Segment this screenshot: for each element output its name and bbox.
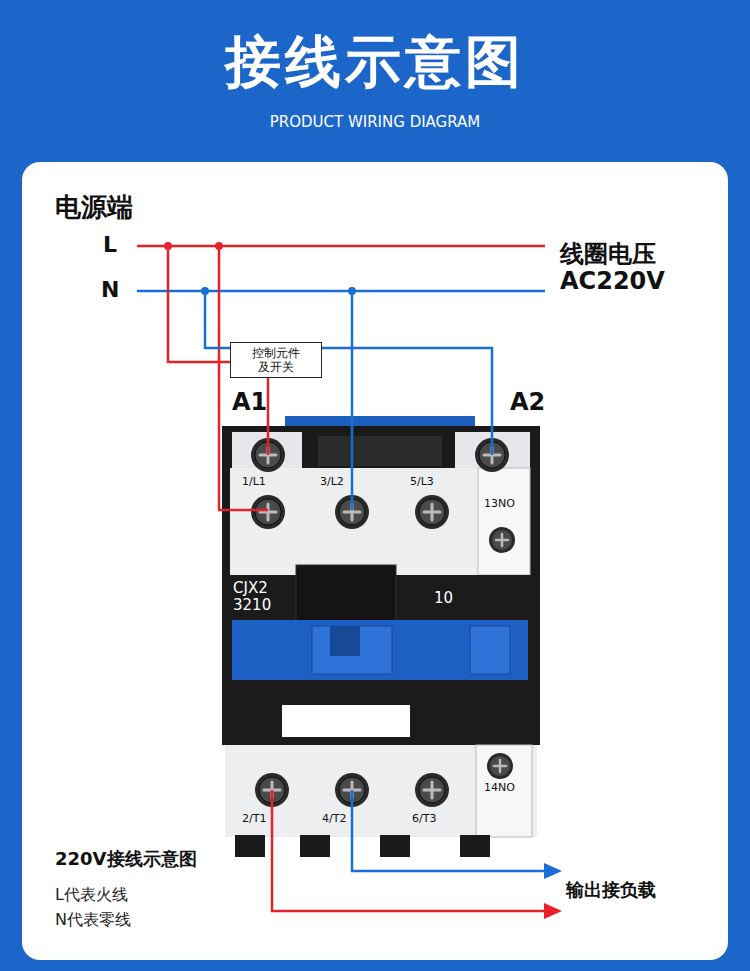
wires	[137, 246, 548, 911]
output-label: 输出接负载	[566, 880, 656, 901]
terminal-label: 2/T1	[242, 813, 266, 826]
coil-terminal: A1	[232, 389, 267, 417]
terminal-label: 3/L2	[320, 476, 344, 489]
terminal-label: 4/T2	[322, 813, 346, 826]
blue-window	[232, 620, 528, 680]
model-label: 3210	[233, 597, 271, 614]
terminal-label: 13NO	[484, 498, 515, 511]
terminal-label: 5/L3	[410, 476, 434, 489]
aux-label: 10	[434, 590, 453, 607]
control-box: 控制元件 及开关	[230, 342, 322, 378]
voltage-label: AC220V	[560, 268, 665, 296]
box-text: 控制元件 及开关	[250, 346, 303, 375]
page-title: 接线示意图	[0, 30, 750, 94]
model-label: CJX2	[233, 580, 268, 597]
terminal-label: 1/L1	[242, 476, 266, 489]
terminal-panel	[230, 468, 530, 575]
note: N代表零线	[55, 911, 131, 929]
line-name: L	[103, 232, 117, 257]
section-heading: 电源端	[55, 193, 133, 223]
terminal-label: 14NO	[484, 782, 515, 795]
note-heading: 220V接线示意图	[55, 849, 197, 870]
voltage-label: 线圈电压	[560, 241, 656, 269]
terminal-label: 6/T3	[412, 813, 436, 826]
line-name: N	[101, 277, 119, 302]
subtitle: PRODUCT WIRING DIAGRAM	[0, 114, 750, 131]
coil-terminal: A2	[510, 389, 545, 417]
note: L代表火线	[55, 886, 128, 904]
